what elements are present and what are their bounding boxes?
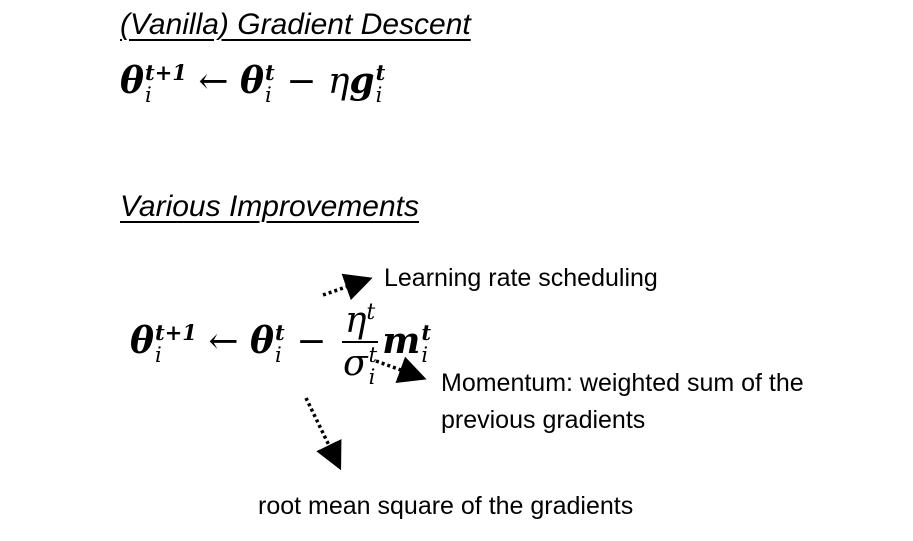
heading-vanilla-gd: (Vanilla) Gradient Descent <box>120 8 471 41</box>
heading-various-improvements: Various Improvements <box>120 190 420 223</box>
arrow-to-lr <box>322 273 373 301</box>
label-learning-rate-scheduling: Learning rate scheduling <box>384 264 658 292</box>
label-momentum-line2: previous gradients <box>441 406 646 434</box>
arrow-to-rms <box>304 397 342 471</box>
arrow-to-momentum <box>375 356 427 383</box>
label-momentum-line1: Momentum: weighted sum of the <box>441 369 804 397</box>
label-rms: root mean square of the gradients <box>258 492 634 520</box>
